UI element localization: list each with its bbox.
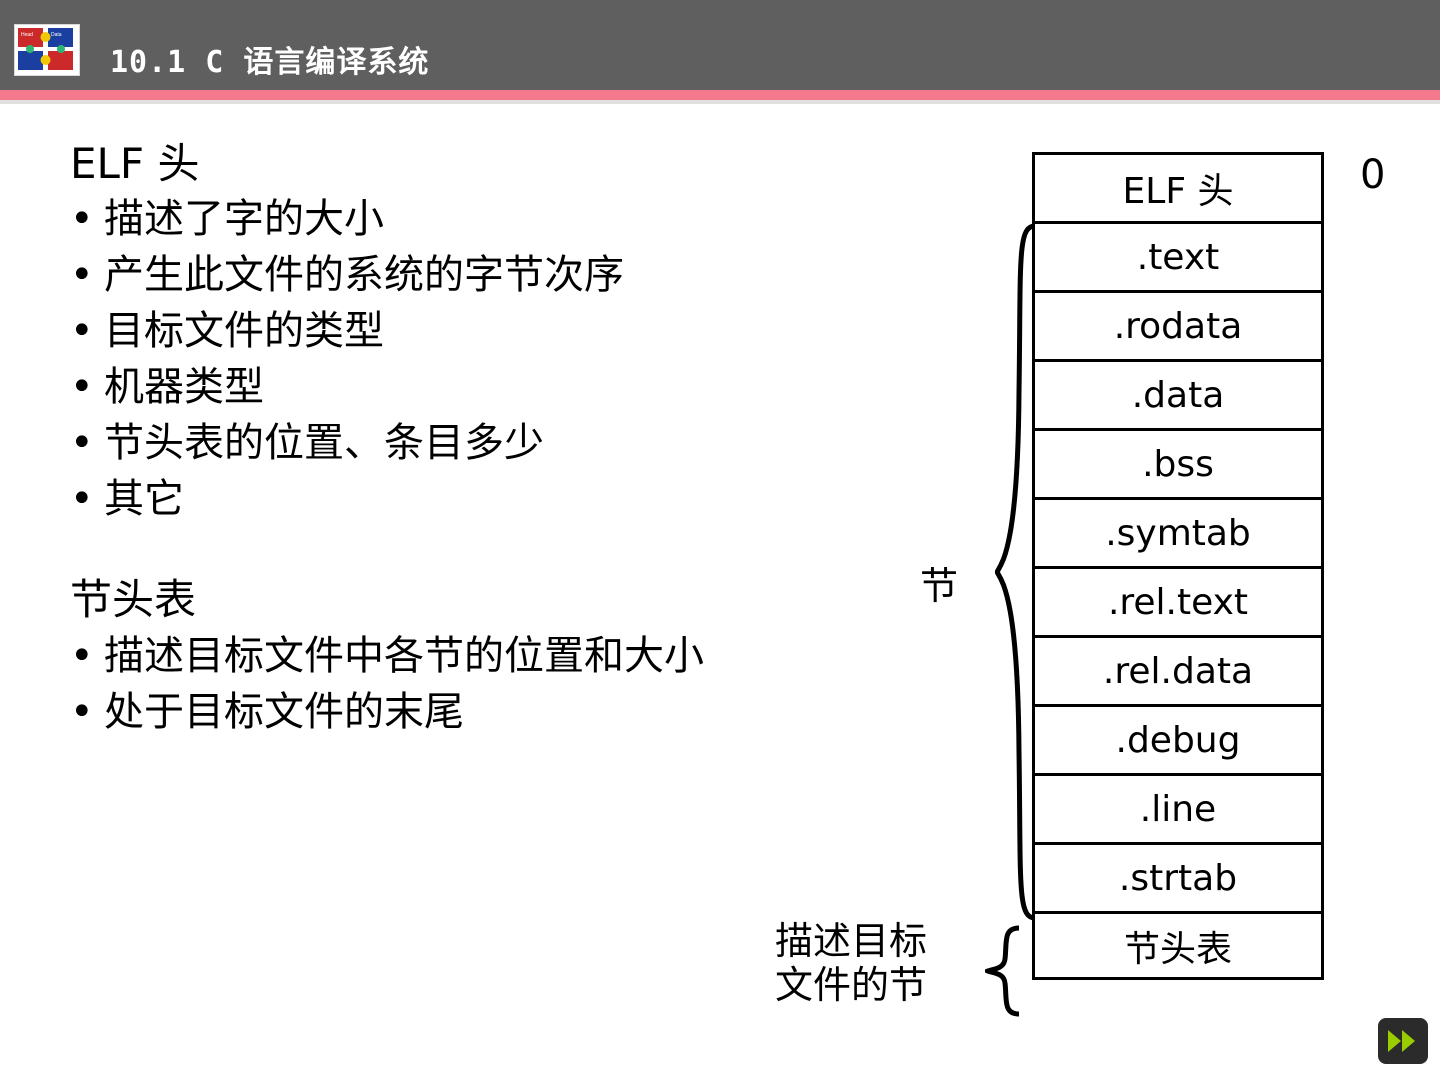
diagram-segment: .line [1032,773,1324,842]
sections-brace-icon [995,223,1036,921]
description-brace-line2: 文件的节 [775,962,928,1007]
slide-header-bar [0,0,1440,90]
list-item-label: 其它 [104,476,184,523]
section1-title: ELF 头 [70,139,200,188]
diagram-segment: .bss [1032,428,1324,497]
diagram-segment: .data [1032,359,1324,428]
bullet-icon: • [70,476,94,523]
description-brace-icon [985,925,1020,1017]
bullet-icon: • [70,252,94,299]
bullet-icon: • [70,420,94,467]
list-item: • 机器类型 [70,362,970,412]
offset-zero-label: 0 [1360,152,1386,198]
list-item: • 描述了字的大小 [70,194,970,244]
list-item-label: 描述了字的大小 [104,196,384,243]
diagram-segment: .symtab [1032,497,1324,566]
bullet-icon: • [70,688,94,735]
header-shadow-rule [0,100,1440,104]
sections-brace-label: 节 [920,564,959,608]
diagram-segment: .rel.data [1032,635,1324,704]
list-item: • 处于目标文件的末尾 [70,687,970,737]
double-chevron-right-icon [1388,1030,1415,1052]
list-item-label: 节头表的位置、条目多少 [104,420,544,467]
bullet-icon: • [70,632,94,679]
slide-title: 10.1 C 语言编译系统 [110,45,430,80]
svg-text:Data: Data [51,32,62,38]
list-item: • 产生此文件的系统的字节次序 [70,250,970,300]
list-item: • 其它 [70,474,970,524]
bullet-icon: • [70,308,94,355]
list-item-label: 机器类型 [104,364,264,411]
description-brace-label: 描述目标 文件的节 [775,919,985,1007]
diagram-segment: .strtab [1032,842,1324,911]
diagram-segment: .text [1032,221,1324,290]
diagram-segment: .debug [1032,704,1324,773]
puzzle-pieces-logo-svg: Head Data [16,26,76,72]
header-accent-rule [0,90,1440,100]
svg-text:Head: Head [21,32,33,38]
puzzle-pieces-logo: Head Data [14,24,80,76]
bullet-icon: • [70,196,94,243]
description-brace-line1: 描述目标 [775,919,928,963]
diagram-segment: .rodata [1032,290,1324,359]
diagram-segment: .rel.text [1032,566,1324,635]
bullet-icon: • [70,364,94,411]
list-item-label: 描述目标文件中各节的位置和大小 [104,632,704,679]
next-slide-button[interactable] [1378,1018,1428,1064]
spacer [70,530,970,576]
list-item-label: 处于目标文件的末尾 [104,688,464,735]
section2-title: 节头表 [70,575,197,625]
list-item-label: 产生此文件的系统的字节次序 [104,252,624,299]
diagram-segment: ELF 头 [1032,152,1324,221]
list-item: • 目标文件的类型 [70,306,970,356]
list-item: • 节头表的位置、条目多少 [70,418,970,468]
elf-object-file-diagram: ELF 头 .text .rodata .data .bss .symtab .… [1032,152,1324,980]
list-item: • 描述目标文件中各节的位置和大小 [70,631,970,681]
content-left-column: ELF 头 • 描述了字的大小 • 产生此文件的系统的字节次序 • 目标文件的类… [70,139,970,743]
diagram-segment: 节头表 [1032,911,1324,980]
list-item-label: 目标文件的类型 [104,308,384,355]
